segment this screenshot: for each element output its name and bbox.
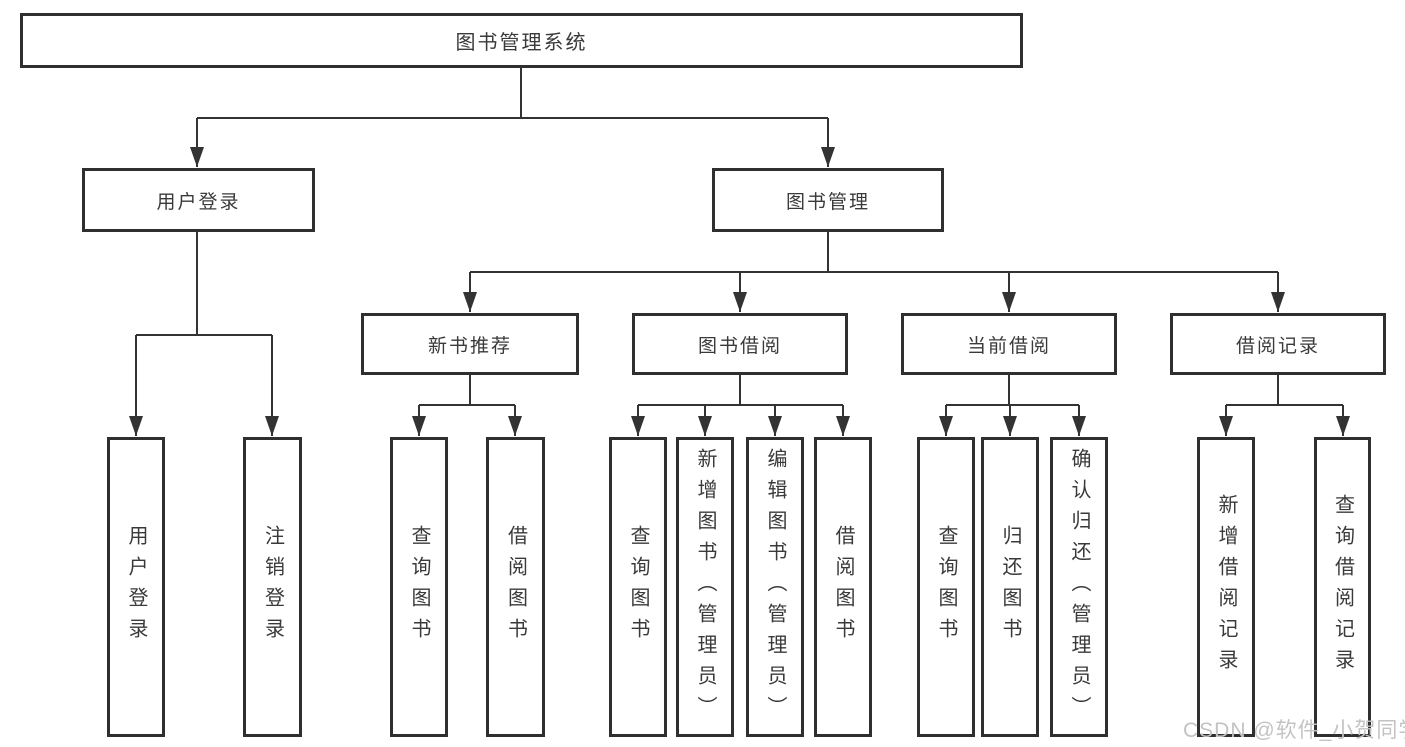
leaf-logout: 注销登录: [243, 437, 302, 737]
connector-line: [419, 375, 515, 406]
node-book-management: 图书管理: [712, 168, 944, 232]
node-user-login: 用户登录: [82, 168, 315, 232]
node-label: 图书管理: [785, 191, 870, 213]
connector-current-to-leaves: [939, 375, 1086, 436]
node-new-book-recommend: 新书推荐: [361, 313, 579, 375]
connector-line: [946, 375, 1079, 406]
connector-line: [197, 68, 828, 119]
connector-line: [136, 232, 272, 336]
node-label: 用户登录: [156, 191, 241, 213]
leaf-label: 查询借阅记录: [1331, 494, 1354, 680]
leaf-add-books-admin: 新增图书（管理员）: [676, 437, 734, 737]
connector-records-to-leaves: [1219, 375, 1350, 436]
leaf-label: 归还图书: [999, 525, 1021, 649]
leaf-user-login: 用户登录: [107, 437, 165, 737]
leaf-return-books: 归还图书: [981, 437, 1039, 737]
leaf-add-borrow-record: 新增借阅记录: [1197, 437, 1255, 737]
leaf-query-books-borrow: 查询图书: [609, 437, 667, 737]
leaf-label: 注销登录: [261, 525, 284, 649]
node-root: 图书管理系统: [20, 13, 1023, 68]
leaf-label: 查询图书: [627, 525, 649, 649]
node-label: 当前借阅: [966, 335, 1051, 357]
leaf-query-borrow-record: 查询借阅记录: [1314, 437, 1371, 737]
leaf-label: 新增图书（管理员）: [694, 447, 716, 727]
leaf-query-books-recommend: 查询图书: [390, 437, 448, 737]
node-borrow-records: 借阅记录: [1170, 313, 1386, 375]
connector-root-to-level2: [190, 68, 835, 167]
node-label: 图书借阅: [697, 335, 782, 357]
leaf-label: 查询图书: [935, 525, 957, 649]
leaf-borrow-books: 借阅图书: [814, 437, 872, 737]
leaf-label: 用户登录: [125, 525, 147, 649]
node-label: 借阅记录: [1235, 335, 1320, 357]
node-label: 新书推荐: [427, 335, 512, 357]
leaf-borrow-books-recommend: 借阅图书: [486, 437, 545, 737]
leaf-edit-books-admin: 编辑图书（管理员）: [746, 437, 804, 737]
connector-bookmgmt-to-level3: [463, 232, 1285, 312]
connector-newbook-to-leaves: [412, 375, 522, 436]
leaf-label: 确认归还（管理员）: [1068, 447, 1090, 727]
leaf-label: 借阅图书: [832, 525, 854, 649]
node-book-borrow: 图书借阅: [632, 313, 848, 375]
connector-borrow-to-leaves: [631, 375, 850, 436]
connector-line: [1226, 375, 1343, 406]
leaf-label: 编辑图书（管理员）: [764, 447, 786, 727]
leaf-label: 借阅图书: [504, 525, 527, 649]
node-current-borrow: 当前借阅: [901, 313, 1117, 375]
leaf-query-books-current: 查询图书: [917, 437, 975, 737]
connector-line: [638, 375, 843, 406]
connector-line: [470, 232, 1278, 273]
csdn-watermark: CSDN @软件_小贺同学: [1183, 719, 1405, 742]
connector-userlogin-to-leaves: [129, 232, 279, 436]
node-root-label: 图书管理系统: [455, 32, 588, 54]
leaf-label: 查询图书: [408, 525, 430, 649]
leaf-label: 新增借阅记录: [1215, 494, 1237, 680]
leaf-confirm-return-admin: 确认归还（管理员）: [1050, 437, 1108, 737]
